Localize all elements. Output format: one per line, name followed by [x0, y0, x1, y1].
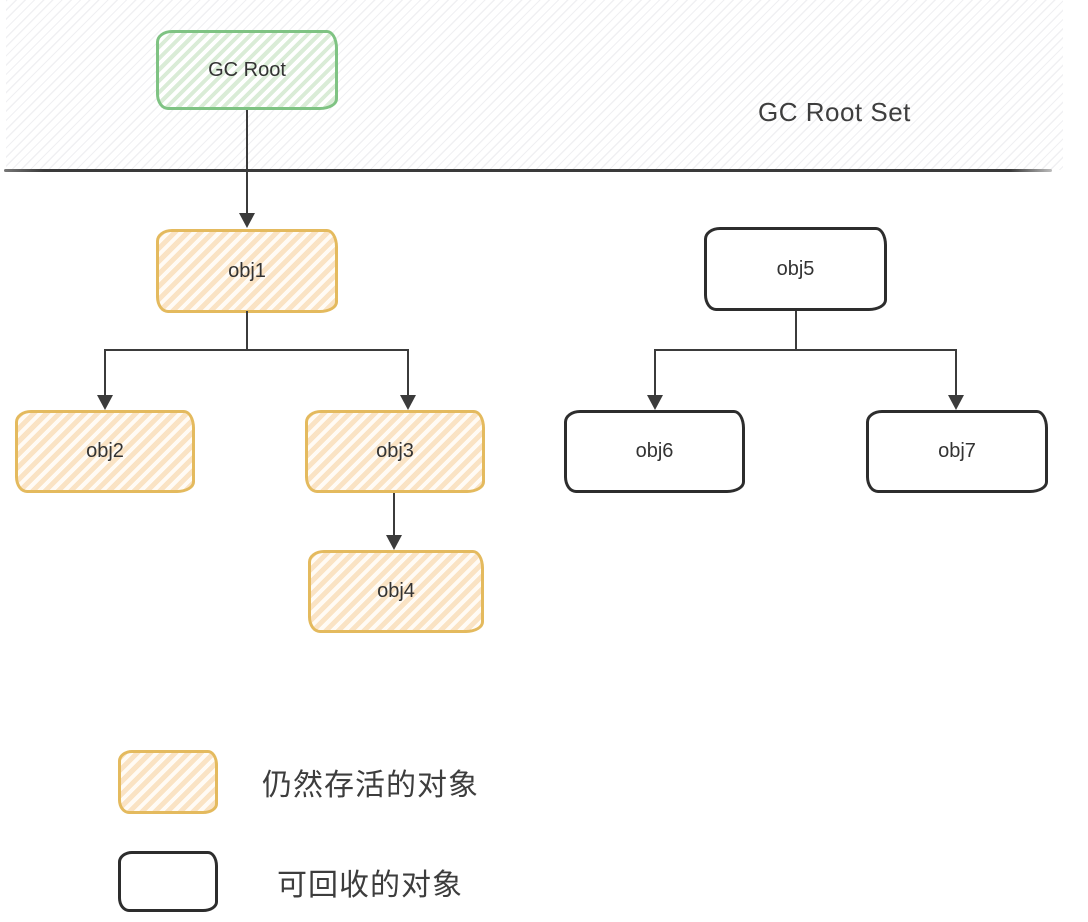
legend-swatch-alive [118, 750, 218, 814]
edge-gcroot-obj1-line [246, 110, 248, 214]
edge-obj5-obj6-arrowhead-icon [647, 395, 663, 410]
edge-obj1-obj3-arrowhead-icon [400, 395, 416, 410]
node-obj4: obj4 [308, 550, 484, 633]
node-obj5-label: obj5 [776, 257, 815, 280]
edge-obj5-obj6-line [654, 349, 656, 396]
node-obj6-label: obj6 [635, 440, 674, 462]
node-obj3: obj3 [305, 410, 485, 493]
edge-obj1-obj3-line [407, 349, 409, 396]
edge-obj1-obj2-arrowhead-icon [97, 395, 113, 410]
edge-obj1-stem-line [246, 311, 248, 351]
edge-gcroot-obj1-arrowhead-icon [239, 213, 255, 228]
legend-label-collectible: 可回收的对象 [277, 869, 463, 902]
edge-obj1-branch-line [104, 349, 409, 351]
edge-obj5-branch-line [654, 349, 957, 351]
edge-obj3-obj4-line [393, 493, 395, 537]
edge-obj5-stem-line [795, 311, 797, 351]
node-obj1: obj1 [156, 229, 338, 313]
node-gc-root-label: GC Root [208, 58, 286, 81]
node-obj5: obj5 [704, 227, 887, 311]
node-gc-root: GC Root [156, 30, 338, 110]
legend-label-alive: 仍然存活的对象 [262, 769, 479, 802]
root-set-heap-divider [4, 169, 1052, 172]
node-obj2: obj2 [15, 410, 195, 493]
gc-root-set-label: GC Root Set [758, 97, 911, 127]
node-obj3-label: obj3 [376, 440, 414, 462]
node-obj1-label: obj1 [228, 259, 266, 282]
node-obj7-label: obj7 [938, 440, 976, 462]
node-obj6: obj6 [564, 410, 745, 493]
edge-obj5-obj7-arrowhead-icon [948, 395, 964, 410]
edge-obj5-obj7-line [955, 349, 957, 396]
legend-swatch-collectible [118, 851, 218, 912]
node-obj4-label: obj4 [377, 580, 415, 602]
edge-obj3-obj4-arrowhead-icon [386, 535, 402, 550]
edge-obj1-obj2-line [104, 349, 106, 396]
node-obj2-label: obj2 [86, 440, 124, 462]
node-obj7: obj7 [866, 410, 1048, 493]
